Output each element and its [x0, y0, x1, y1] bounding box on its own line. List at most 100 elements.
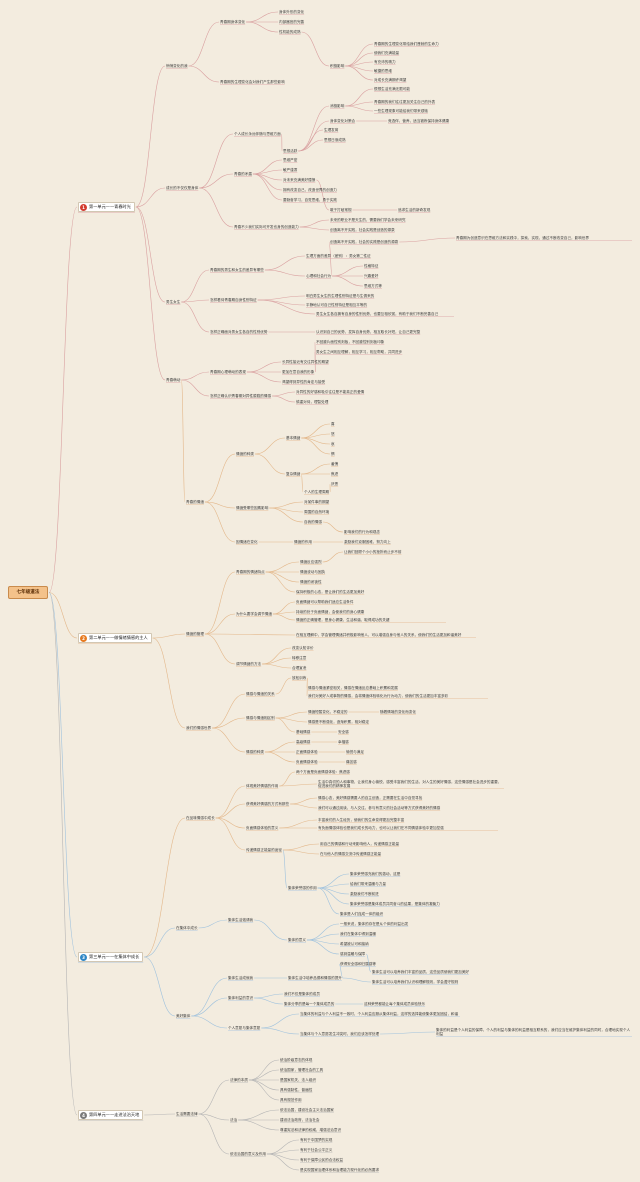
connector-line	[246, 371, 282, 383]
leaf-node: 集体分享的是每一个集体成员的	[284, 1002, 335, 1006]
leaf-node: 渴望得到异性的肯定与接受	[282, 380, 326, 384]
connector-line	[144, 956, 176, 1017]
connector-line	[272, 611, 296, 615]
leaf-node: 有利于保障公民的合法权益	[300, 1158, 344, 1162]
leaf-node: 竞选伴，营养，适当锻炼保持身体健康	[388, 119, 450, 123]
topic-node: 我们的情感世界	[186, 726, 212, 730]
topic-node: 青春萌动	[166, 378, 181, 382]
subtopic-node: 集体荣誉感的作用	[288, 886, 317, 890]
leaf-node: 这种荣誉都能让每个集体成员体验快乐	[364, 1002, 426, 1006]
connector-line	[248, 1079, 280, 1091]
connector-line	[135, 187, 166, 208]
connector-line	[144, 817, 186, 958]
connector-line	[399, 237, 456, 243]
connector-line	[238, 1119, 280, 1131]
subtopic-node: 个人意愿与集体意愿	[228, 1026, 261, 1030]
connector-line	[317, 887, 350, 905]
connector-line	[215, 785, 246, 819]
connector-line	[215, 817, 246, 829]
leaf-node: 敏捷的思维	[374, 69, 392, 73]
connector-line	[282, 849, 320, 855]
connector-line	[332, 265, 364, 277]
subtopic-node: 负面情感体验的意义	[246, 826, 279, 830]
topic-node: 成长的不仅仅是身体	[166, 186, 199, 190]
connector-line	[299, 219, 330, 228]
connector-line	[144, 927, 176, 958]
connector-line	[290, 797, 318, 805]
connector-line	[262, 663, 292, 669]
connector-line	[264, 751, 296, 763]
leaf-node: 持续的处于负面情绪，会使我们的身心健康	[296, 610, 365, 614]
leaf-node: 拥有改变自己，改造世界的创造力	[283, 188, 337, 192]
leaf-node: 影响我们的行为和观念	[344, 530, 380, 534]
connector-line	[265, 561, 300, 573]
subtopic-node: 集体利益的意识	[228, 996, 254, 1000]
leaf-node: 情绪的正确管理，是身心健康、生活和谐、取得成功的关键	[296, 618, 390, 622]
subtopic-node: 个人成长永远伴随与思维方面	[234, 132, 281, 136]
subtopic-node: 青春期的生理变化会对我们产生那些影响	[220, 80, 285, 84]
leaf-node: 在与他人的情感交流中传递情感正能量	[320, 852, 382, 856]
leaf-node: 情绪短暂变化，不稳定的	[308, 710, 348, 714]
leaf-node: 愉悦与满足	[346, 750, 364, 754]
leaf-node: 是实现国家治理体系和治理能力现代化的必然要求	[300, 1168, 380, 1172]
leaf-node: 生活中真切的人和事物，让我们身心愉悦，感受丰富我们的生活，对人生的美好情感，这些…	[318, 780, 502, 788]
subtopic-node: 积极影响	[330, 64, 345, 68]
connector-line	[317, 873, 350, 889]
leaf-node: 痛苦感	[346, 760, 357, 764]
connector-line	[299, 226, 330, 231]
leaf-node: 更加在意自我的形象	[282, 370, 315, 374]
leaf-node: 感到温暖与保障	[340, 952, 366, 956]
connector-line	[264, 269, 306, 277]
connector-line	[301, 423, 331, 439]
connector-line	[48, 206, 78, 593]
connector-line	[181, 371, 210, 381]
connector-line	[279, 783, 318, 787]
connector-line	[198, 1113, 230, 1155]
topic-node: 青春的情绪	[186, 500, 204, 504]
leaf-node: 生理方面的差异（差别）：男女第二性征	[306, 254, 371, 258]
leaf-node: 思维方式等	[364, 284, 382, 288]
topic-node: 悄悄变化的我	[166, 64, 188, 68]
leaf-node: 集体荣誉感充我们的激动，这是	[350, 872, 401, 876]
leaf-node: 自我的情感	[304, 520, 322, 524]
leaf-node: 青春期的我们往往更加关注自己的外表	[374, 100, 436, 104]
connector-line	[199, 133, 234, 189]
leaf-node: 慎重对待，理智处理	[296, 400, 329, 404]
connector-line	[48, 592, 78, 1116]
root-node[interactable]: 七年级道法	[8, 586, 48, 599]
connector-line	[266, 1139, 300, 1155]
subtopic-node: 情感的种类	[246, 750, 264, 754]
leaf-node: 依法治国，建设社会主义法治国家	[280, 1108, 334, 1112]
leaf-node: 情绪反应强烈	[300, 560, 322, 564]
subtopic-node: 法治	[230, 1118, 238, 1122]
leaf-node: 一般来说，集体的存在是从个体的利益出发	[340, 922, 409, 926]
connector-line	[328, 241, 333, 277]
subtopic-node: 情绪的种类	[236, 452, 254, 456]
leaf-node: 对成长充满期许渴望	[374, 78, 407, 82]
leaf-node: 男生女生各自拥有自身的性别优势，也要互相欣赏，有助于我们不断完善自己	[316, 312, 439, 316]
leaf-node: 建设法治政府，法治社会	[280, 1118, 320, 1122]
subtopic-node: 体现美好情感的作用	[246, 784, 279, 788]
connector-line	[265, 571, 296, 593]
leaf-node: 保持积极的心态，是让我们的生活更加美好	[296, 590, 365, 594]
connector-line	[135, 65, 166, 208]
leaf-node: 尊重宪法和法律的权威，增强法治意识	[280, 1128, 342, 1132]
leaf-node: 激励我们克服困难，努力向上	[344, 540, 391, 544]
unit-number-badge: 1	[80, 204, 87, 211]
connector-line	[279, 819, 318, 829]
leaf-node: 有负面情感体验也是我们成长的动力，也可以让我们在不同情感体验中更加坚强	[318, 826, 444, 830]
leaf-node: 激励我们不断前进	[350, 892, 379, 896]
leaf-node: 对某件事的期望	[304, 500, 330, 504]
subtopic-node: 情绪的作用	[294, 540, 312, 544]
connector-line	[322, 521, 344, 533]
connector-line	[181, 379, 210, 397]
connector-line	[275, 717, 296, 733]
subtopic-node: 复杂情绪	[286, 472, 301, 476]
leaf-node: 我们可以通过阅读，与人交往，参与有意义的社会活动等方式获得美好的情感	[318, 806, 441, 810]
subtopic-node: 集体生活中培养品德和情感的提升	[288, 976, 342, 980]
connector-line	[279, 771, 296, 787]
